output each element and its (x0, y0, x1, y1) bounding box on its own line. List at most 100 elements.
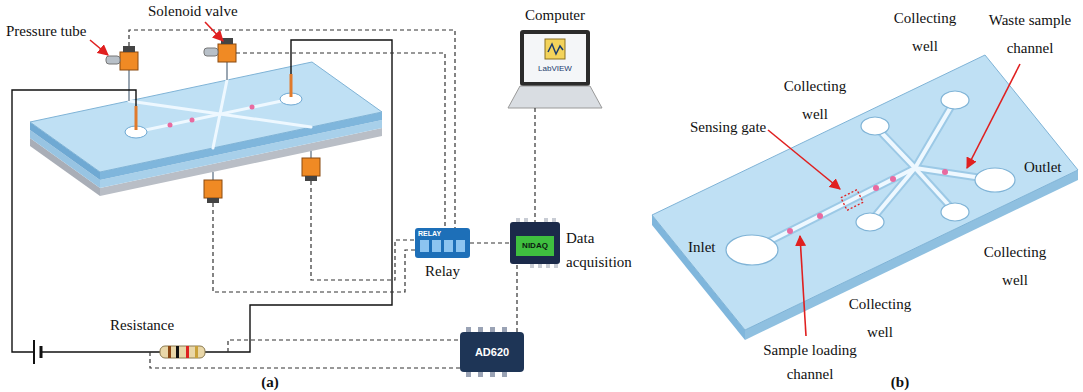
solenoid-valve (204, 48, 218, 56)
control-wire (129, 30, 455, 228)
chip-well (975, 168, 1015, 192)
electrode-wire (41, 351, 160, 352)
electrode (135, 106, 138, 130)
solenoid-valve (212, 172, 214, 180)
cell-dot (250, 105, 255, 110)
node-text: Data acquisition (566, 226, 644, 274)
resistor-symbol (195, 346, 198, 358)
resistor-symbol (160, 346, 205, 358)
battery-symbol (40, 346, 43, 358)
control-wire (150, 352, 460, 368)
leader-arrow (967, 64, 1020, 168)
part-label: Solenoid valve (148, 2, 252, 20)
control-wire (213, 203, 415, 292)
microchannel-outline (915, 100, 955, 168)
battery-symbol (34, 340, 41, 364)
part-label: Collecting well (889, 4, 961, 60)
solenoid-valve (207, 198, 219, 203)
microchannel (220, 80, 227, 114)
solenoid-valve (305, 176, 317, 181)
control-wire (228, 340, 460, 352)
chip-well (861, 117, 889, 135)
software-name: LabVIEW (533, 64, 577, 74)
device-marking: NIDAQ (516, 241, 554, 251)
electrode (290, 74, 293, 97)
microchannel-outline (752, 100, 995, 250)
laptop-icon (520, 30, 590, 86)
microchannel (129, 80, 311, 148)
daq-icon (554, 264, 558, 268)
chip-pin (502, 372, 507, 377)
amplifier-chip: AD620 (460, 332, 524, 372)
node-text: Computer (525, 6, 585, 24)
chip-pin (466, 372, 471, 377)
laptop-icon (548, 44, 563, 54)
daq-icon (552, 218, 556, 222)
cell-dot (873, 185, 879, 191)
signal-wire (470, 242, 510, 243)
solenoid-valve (123, 46, 135, 52)
chip-well (726, 235, 778, 265)
daq-icon (516, 236, 554, 256)
signal-wire (516, 264, 517, 332)
daq-icon (510, 222, 560, 264)
leader-arrow (205, 22, 223, 41)
part-label: Collecting well (844, 290, 916, 346)
laptop-icon (545, 39, 565, 59)
node-text: AD620 (460, 346, 524, 358)
daq-icon (516, 218, 520, 222)
solenoid-valve (204, 180, 222, 198)
daq-icon (546, 264, 550, 268)
part-label: Collecting well (779, 72, 851, 128)
relay-icon (432, 240, 441, 252)
panel-label: (b) (882, 373, 918, 391)
sensing-gate-box (841, 190, 863, 211)
microchannel (752, 100, 995, 250)
chip-well (941, 91, 969, 109)
part-label: Resistance (110, 316, 200, 334)
sensing-gate-box (841, 190, 863, 211)
relay-icon (420, 240, 429, 252)
leader-arrow (90, 40, 108, 55)
solenoid-valve (106, 56, 120, 64)
chip-well (726, 91, 1015, 265)
resistor-symbol (168, 346, 171, 358)
solenoid-valve (310, 151, 312, 158)
relay-icon (456, 240, 465, 252)
relay-icon (415, 228, 470, 258)
daq-icon (510, 218, 560, 268)
cell-dot (168, 123, 173, 128)
resistor-symbol (160, 346, 205, 358)
cell-dot (817, 213, 823, 219)
microchannel (220, 114, 311, 127)
leader-arrow (90, 22, 223, 55)
part-label: Inlet (688, 238, 722, 256)
electrode-wire (205, 40, 392, 352)
electrode (136, 74, 291, 130)
leader-arrow (800, 236, 806, 336)
relay-icon (444, 240, 453, 252)
battery-symbol (33, 340, 35, 364)
chip-a (30, 62, 382, 172)
solenoid-valve (226, 62, 228, 80)
microchannel (752, 168, 915, 250)
control-wire (311, 181, 415, 280)
daq-icon (524, 218, 528, 222)
chip-pin (478, 372, 483, 377)
electrode-wire (12, 90, 136, 352)
part-label: Pressure tube (6, 22, 102, 40)
device-marking: RELAY (418, 229, 462, 238)
part-label: Outlet (1024, 158, 1076, 176)
cell-dot (168, 105, 255, 128)
control-wire (129, 30, 460, 368)
chip-well (856, 213, 884, 231)
solenoid-valve (120, 52, 138, 70)
laptop-icon (508, 30, 602, 108)
leader-arrow (768, 130, 840, 189)
microchannel (915, 100, 955, 168)
chip-well (941, 203, 969, 221)
